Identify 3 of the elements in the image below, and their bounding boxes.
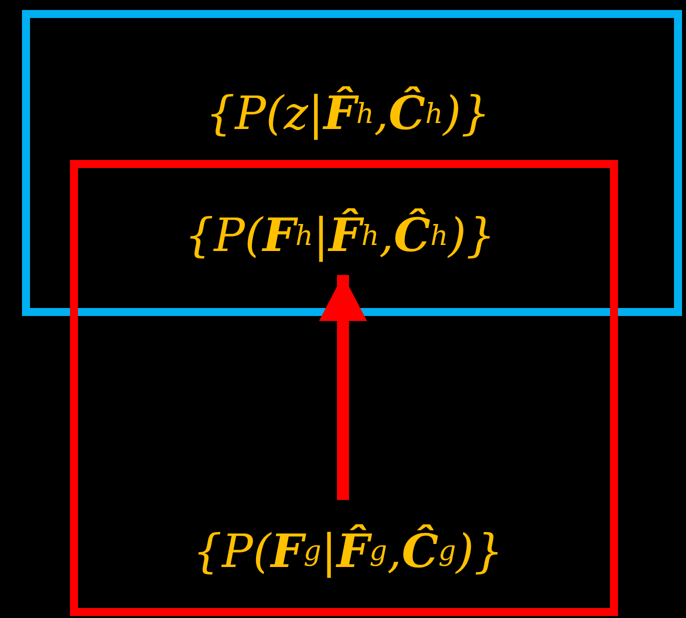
group-frame [70,160,618,616]
arrow [319,275,367,500]
group-frame [22,10,682,316]
